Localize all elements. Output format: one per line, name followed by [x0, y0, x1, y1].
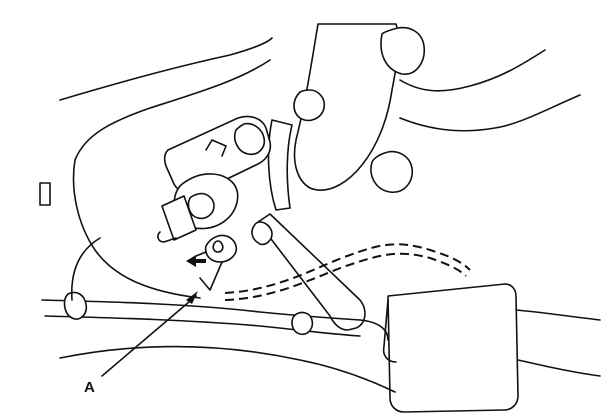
lower-outline [59, 237, 396, 393]
direction-arrow [186, 255, 206, 267]
lower-right-module [382, 283, 601, 413]
housing-outline [59, 37, 273, 299]
pedal-bracket [267, 23, 581, 211]
dashed-cable [224, 243, 471, 301]
switch-unit [157, 115, 272, 243]
callout-a-leader [101, 291, 198, 377]
floor-pipe [41, 291, 389, 341]
pedal-rod [251, 213, 366, 331]
callout-a-label: A [84, 379, 95, 396]
clip-connector [195, 234, 238, 291]
left-bracket [39, 182, 51, 206]
